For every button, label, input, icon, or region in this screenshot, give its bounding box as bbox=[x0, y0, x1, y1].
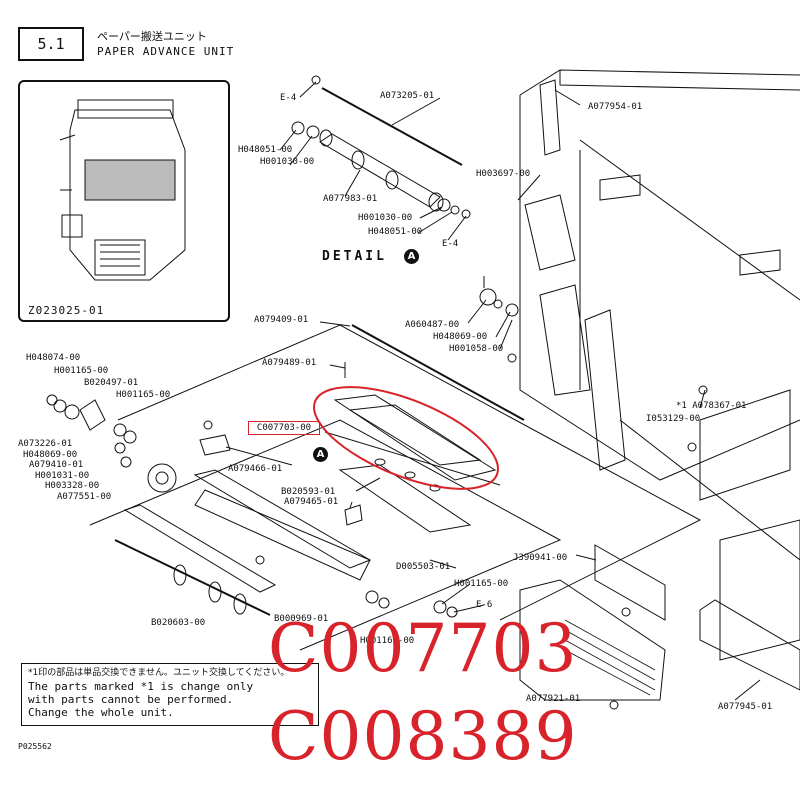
part-label: B000969-01 bbox=[274, 614, 329, 624]
detail-marker-a-callout: A bbox=[313, 447, 328, 462]
part-label: A077551-00 bbox=[57, 492, 112, 502]
paper-guide-assembly bbox=[324, 394, 501, 533]
note-line-3: Change the whole unit. bbox=[28, 706, 174, 719]
part-label: A079466-01 bbox=[228, 464, 283, 474]
part-label: H048074-00 bbox=[26, 353, 81, 363]
overlay-part-number-1: C007703 bbox=[268, 610, 578, 687]
side-frame-right bbox=[519, 69, 800, 661]
part-label: B020603-00 bbox=[151, 618, 206, 628]
part-label: I053129-00 bbox=[646, 414, 701, 424]
part-label: B020593-01 bbox=[281, 487, 336, 497]
roller-b020603 bbox=[114, 539, 271, 616]
part-label: H048069-00 bbox=[23, 450, 78, 460]
part-label: A077945-01 bbox=[718, 702, 773, 712]
part-label: B020497-01 bbox=[84, 378, 139, 388]
part-label: H001165-00 bbox=[54, 366, 109, 376]
part-label: H003697-00 bbox=[476, 169, 531, 179]
title-english: PAPER ADVANCE UNIT bbox=[97, 45, 235, 58]
part-label: *1 A078367-01 bbox=[676, 401, 747, 411]
part-label: A079489-01 bbox=[262, 358, 317, 368]
part-label: D005503-01 bbox=[396, 562, 451, 572]
inset-part-label: Z023025-01 bbox=[28, 304, 105, 317]
title-japanese: ペーパー搬送ユニット bbox=[97, 30, 207, 43]
part-label: A060487-00 bbox=[405, 320, 460, 330]
highlighted-part-label: C007703-00 bbox=[248, 421, 320, 435]
replacement-note: *1印の部品は単品交換できません。ユニット交換してください。 The parts… bbox=[21, 663, 319, 726]
part-label: H001165-00 bbox=[360, 636, 415, 646]
detail-label: DETAIL bbox=[322, 249, 387, 264]
part-label: A077921-01 bbox=[526, 694, 581, 704]
part-label: H001165-00 bbox=[454, 579, 509, 589]
part-label: H001030-00 bbox=[358, 213, 413, 223]
detail-marker-a: A bbox=[404, 249, 419, 264]
part-label: H001030-00 bbox=[260, 157, 315, 167]
part-label: A073205-01 bbox=[380, 91, 435, 101]
part-label: H048069-00 bbox=[433, 332, 488, 342]
part-label: A079410-01 bbox=[29, 460, 84, 470]
part-label: A079465-01 bbox=[284, 497, 339, 507]
part-label: H001165-00 bbox=[116, 390, 171, 400]
part-label: A079409-01 bbox=[254, 315, 309, 325]
section-number: 5.1 bbox=[18, 27, 84, 61]
note-line-1: The parts marked *1 is change only bbox=[28, 680, 254, 693]
part-label: H001031-00 bbox=[35, 471, 90, 481]
printer-overview-sketch bbox=[59, 99, 186, 281]
part-label: A077954-01 bbox=[588, 102, 643, 112]
note-japanese: *1印の部品は単品交換できません。ユニット交換してください。 bbox=[28, 668, 290, 678]
part-label: E-4 bbox=[280, 93, 297, 103]
part-label: H048051-00 bbox=[368, 227, 423, 237]
note-line-2: with parts cannot be performed. bbox=[28, 693, 234, 706]
part-label: J390941-00 bbox=[513, 553, 568, 563]
part-label: A077983-01 bbox=[323, 194, 378, 204]
overlay-part-number-2: C008389 bbox=[268, 698, 578, 775]
part-label: H048051-00 bbox=[238, 145, 293, 155]
part-label: H003328-00 bbox=[45, 481, 100, 491]
unit-location-inset bbox=[18, 80, 230, 322]
part-label: E-4 bbox=[442, 239, 459, 249]
part-label: H001058-00 bbox=[449, 344, 504, 354]
part-label: A073226-01 bbox=[18, 439, 73, 449]
page-code: P025562 bbox=[18, 742, 52, 751]
roller-a077983 bbox=[319, 129, 444, 212]
part-label: E-6 bbox=[476, 600, 493, 610]
